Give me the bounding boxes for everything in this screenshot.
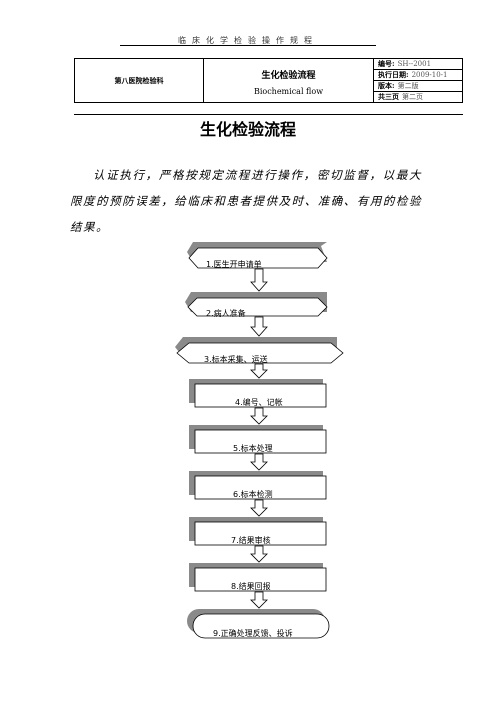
step-9-terminator [192,613,330,639]
step-6-box [194,475,327,500]
step-9-label: 9.正确处理反馈、投诉 [213,629,293,638]
header-title-en: Biochemical flow [253,86,324,96]
step-4-label: 4.编号、记帐 [235,398,283,407]
department-name: 第八医院检验科 [74,58,204,103]
intro-line-2: 大限度的预防误差，给临床和患者提供及时、准确、有用的 [70,168,422,208]
step-7-label: 7.结果审核 [231,536,271,545]
step-8-label: 8.结果回报 [231,582,271,591]
header-title-zh: 生化检验流程 [261,70,316,81]
flow-arrows [250,268,268,609]
running-head: 临床化学检验操作规程 [178,36,318,45]
meta-exec-date: 执行日期:2009-10-1 [374,70,462,81]
step-3-hexagon [176,342,344,364]
intro-line-1: 认证执行，严格按规定流程进行操作，密切监督，以最 [93,168,409,182]
running-head-rule [120,45,376,46]
meta-pages: 共三页第二页 [378,92,423,101]
step-8-box [194,567,327,592]
intro-line-3: 检验结果。 [70,194,423,234]
step-5-label: 5.标本处理 [233,444,273,453]
meta-version: 版本:第二版 [374,81,462,92]
step-1-hexagon [188,247,328,269]
step-2-label: 2.病人准备 [206,309,246,318]
step-1-label: 1.医生开申请单 [206,260,262,269]
title-rule [74,114,463,115]
page-title: 生化检验流程 [199,120,296,139]
intro-paragraph: 认证执行，严格按规定流程进行操作，密切监督，以最大限度的预防误差，给临床和患者提… [70,162,422,240]
step-3-label: 3.标本采集、运送 [204,355,268,364]
step-2-hexagon [187,297,328,317]
step-6-label: 6.标本检测 [233,490,273,499]
header-meta-cell: 编号:SH--2001 执行日期:2009-10-1 版本:第二版 共三页第二页 [373,58,463,103]
meta-doc-number: 编号:SH--2001 [374,59,462,70]
step-5-box [194,429,327,454]
step-4-box [194,383,327,408]
step-7-box [194,521,327,546]
document-header-table: 第八医院检验科 生化检验流程 Biochemical flow 编号:SH--2… [74,58,463,103]
header-title-cell: 生化检验流程 Biochemical flow [203,58,374,103]
